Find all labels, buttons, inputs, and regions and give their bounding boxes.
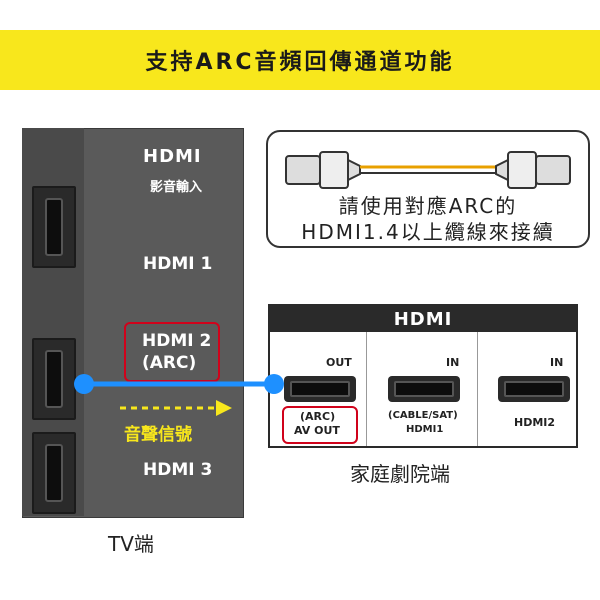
- tv-port3-label: HDMI 3: [143, 460, 213, 480]
- ht-header: HDMI: [270, 306, 576, 332]
- ht-in2-port: [498, 376, 570, 402]
- ht-out-label: OUT: [326, 356, 352, 369]
- banner-title: 支持ARC音頻回傳通道功能: [145, 50, 455, 75]
- ht-hdmi1-label: HDMI1: [406, 424, 444, 435]
- ht-hdmi-logo: HDMI: [393, 308, 453, 330]
- hdmi-port-3: [32, 432, 76, 514]
- tv-input-label: 影音輸入: [150, 180, 203, 195]
- ht-in1-cell: [367, 332, 478, 446]
- tv-port2-label: HDMI 2: [142, 331, 212, 351]
- ht-cable-sat-label: (CABLE/SAT): [388, 410, 458, 421]
- tv-caption: TV端: [108, 532, 154, 556]
- home-theater-caption: 家庭劇院端: [350, 462, 450, 486]
- cable-note-line1: 請使用對應ARC的: [338, 194, 518, 218]
- title-banner: 支持ARC音頻回傳通道功能: [0, 30, 600, 90]
- hdmi-port-2: [32, 338, 76, 420]
- tv-port1-label: HDMI 1: [143, 254, 213, 274]
- cable-note-line2: HDMI1.4以上纜線來接續: [301, 220, 555, 244]
- ht-av-out-label: AV OUT: [294, 424, 340, 437]
- ht-in1-port: [388, 376, 460, 402]
- tv-port2-arc-label: (ARC): [142, 353, 197, 373]
- home-theater-panel: HDMI OUT IN IN (ARC) AV OUT (CABLE/SAT) …: [268, 304, 578, 448]
- tv-hdmi-logo: HDMI: [143, 146, 202, 167]
- ht-arc-label: (ARC): [300, 410, 336, 423]
- ht-out-cell: [270, 332, 367, 446]
- ht-in1-label: IN: [446, 356, 460, 369]
- arc-highlight-box: [124, 322, 220, 382]
- cable-note-box: 請使用對應ARC的 HDMI1.4以上纜線來接續: [266, 130, 590, 248]
- av-out-highlight-box: [282, 406, 358, 444]
- hdmi-port-1: [32, 186, 76, 268]
- signal-label: 音聲信號: [124, 425, 192, 445]
- hdmi-cable-icon: [285, 151, 571, 189]
- ht-hdmi2-label: HDMI2: [514, 416, 556, 429]
- ht-in2-label: IN: [550, 356, 564, 369]
- ht-out-port: [284, 376, 356, 402]
